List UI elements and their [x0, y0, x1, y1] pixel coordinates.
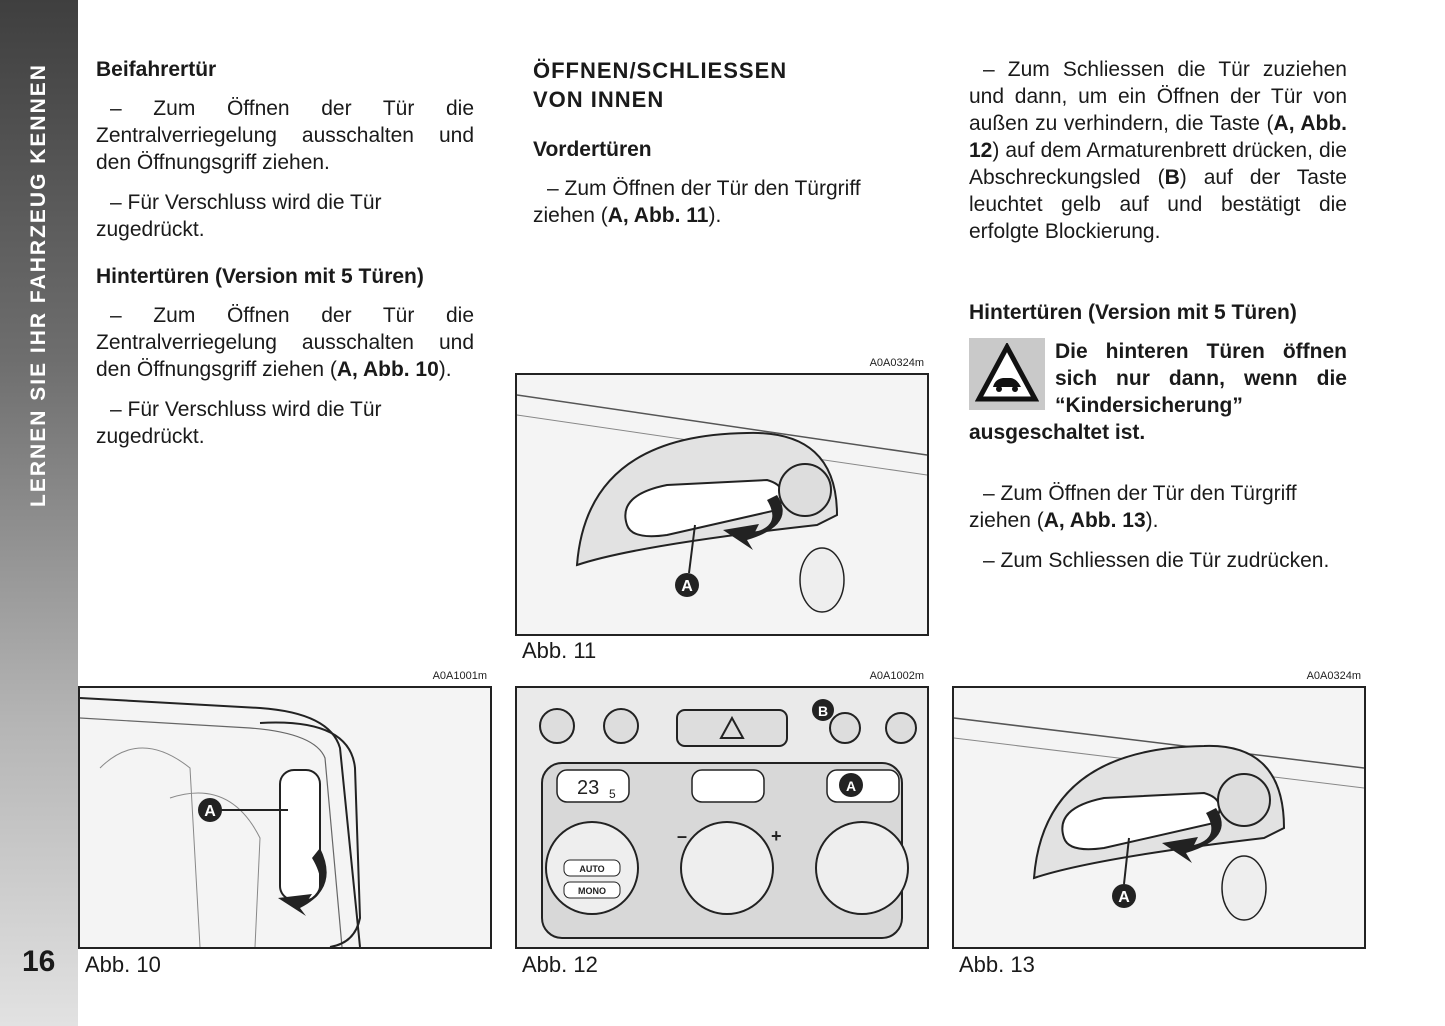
- paragraph: – Zum Öffnen der Tür den Türgriff ziehen…: [969, 480, 1347, 534]
- column-2: ÖFFNEN/SCHLIESSEN VON INNEN Vordertüren –…: [533, 56, 913, 242]
- figure-11: A: [515, 373, 929, 636]
- temperature-display: 23: [577, 777, 599, 799]
- plus-sign: +: [771, 826, 782, 846]
- door-handle-illustration: A: [517, 394, 927, 613]
- figure-caption: Abb. 11: [522, 638, 597, 663]
- paragraph: – Zum Schliessen die Tür zuziehen und da…: [969, 56, 1347, 245]
- paragraph: – Für Verschluss wird die Tür zugedrückt…: [96, 398, 382, 448]
- temperature-decimal: 5: [609, 787, 616, 801]
- warning-text: Die hinteren Türen öffnen sich nur dann,…: [969, 340, 1347, 444]
- figure-reference: A, Abb. 11: [607, 204, 709, 227]
- heading-beifahrertuer: Beifahrertür: [96, 58, 217, 81]
- figure-code: A0A0324m: [869, 357, 924, 369]
- child-safety-warning-icon: [969, 338, 1045, 410]
- paragraph: – Für Verschluss wird die Tür zugedrückt…: [96, 191, 382, 241]
- section-title: ÖFFNEN/SCHLIESSEN VON INNEN: [533, 56, 913, 114]
- figure-code: A0A1001m: [432, 670, 487, 682]
- paragraph: – Zum Schliessen die Tür zudrücken.: [983, 549, 1330, 572]
- heading-vordertueren: Vordertüren: [533, 138, 652, 161]
- figure-reference: A, Abb. 13: [1043, 509, 1146, 532]
- heading-hintertueren: Hintertüren (Version mit 5 Türen): [96, 265, 424, 288]
- text: – Zum Öffnen der Tür die Zentralverriege…: [96, 304, 474, 381]
- callout-a: A: [204, 803, 216, 820]
- figure-13: A: [952, 686, 1366, 949]
- section-title-line: VON INNEN: [533, 87, 665, 112]
- rear-door-inner-handle-illustration: A: [954, 717, 1364, 921]
- figure-reference: B: [1164, 166, 1180, 189]
- text: ).: [438, 358, 452, 381]
- paragraph: – Zum Öffnen der Tür die Zentralverriege…: [96, 97, 474, 174]
- sidebar: LERNEN SIE IHR FAHRZEUG KENNEN: [0, 0, 78, 1026]
- paragraph: – Zum Öffnen der Tür die Zentralverriege…: [96, 302, 474, 383]
- figure-caption: Abb. 12: [522, 952, 598, 977]
- text: – Zum Öffnen der Tür den Türgriff ziehen…: [969, 482, 1297, 532]
- auto-button-label: AUTO: [579, 864, 604, 874]
- column-3: – Zum Schliessen die Tür zuziehen und da…: [969, 56, 1347, 587]
- callout-a: A: [681, 578, 693, 595]
- figure-12: B 23 5 A AUTO MONO – +: [515, 686, 929, 949]
- text: ) auf der Taste leuchtet gelb auf und be…: [969, 166, 1347, 243]
- text: – Zum Schliessen die Tür zuziehen und da…: [969, 58, 1347, 135]
- paragraph: – Zum Öffnen der Tür den Türgriff ziehen…: [533, 175, 913, 229]
- figure-caption: Abb. 10: [85, 952, 161, 977]
- warning-box: Die hinteren Türen öffnen sich nur dann,…: [969, 338, 1347, 446]
- page-number: 16: [22, 945, 56, 978]
- section-title-line: ÖFFNEN/SCHLIESSEN: [533, 58, 788, 83]
- text: ).: [708, 204, 722, 227]
- mono-button-label: MONO: [578, 886, 606, 896]
- callout-b: B: [818, 703, 828, 719]
- text: – Zum Öffnen der Tür den Türgriff ziehen…: [533, 177, 861, 227]
- callout-a: A: [1118, 889, 1130, 906]
- text: ) auf dem Armaturenbrett drücken, die Ab…: [969, 139, 1347, 189]
- heading-hintertueren: Hintertüren (Version mit 5 Türen): [969, 301, 1297, 324]
- figure-10: A: [78, 686, 492, 949]
- text: ).: [1145, 509, 1159, 532]
- minus-sign: –: [677, 826, 687, 846]
- figure-code: A0A0324m: [1306, 670, 1361, 682]
- callout-a: A: [846, 778, 856, 794]
- climate-panel-illustration: B 23 5 A AUTO MONO – +: [517, 688, 927, 947]
- column-1: Beifahrertür – Zum Öffnen der Tür die Ze…: [96, 56, 474, 463]
- figure-caption: Abb. 13: [959, 952, 1035, 977]
- figure-reference: A, Abb. 10: [336, 358, 439, 381]
- sidebar-title: LERNEN SIE IHR FAHRZEUG KENNEN: [27, 63, 50, 507]
- figure-reference: A, Abb. 12: [969, 112, 1347, 162]
- rear-door-handle-illustration: A: [80, 697, 362, 947]
- figure-code: A0A1002m: [869, 670, 924, 682]
